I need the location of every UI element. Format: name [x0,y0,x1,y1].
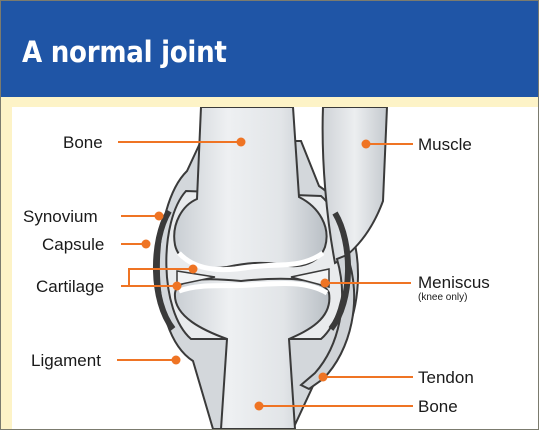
dot-bone-bottom [255,402,264,411]
label-capsule: Capsule [42,235,104,255]
label-muscle: Muscle [418,135,472,155]
muscle-shape [323,107,387,263]
header-bar: A normal joint [1,1,538,97]
dot-synovium [155,212,164,221]
dot-muscle [362,140,371,149]
label-bone-bottom: Bone [418,397,458,417]
label-meniscus: Meniscus [418,273,490,293]
dot-cartilage-a [189,265,198,274]
dot-tendon [319,373,328,382]
label-ligament: Ligament [31,351,101,371]
label-bone-top: Bone [63,133,103,153]
dot-ligament [172,356,181,365]
label-tendon: Tendon [418,368,474,388]
illustration-area: Bone Muscle Synovium Capsule Cartilage M… [12,107,538,429]
label-meniscus-note: (knee only) [418,292,467,303]
diagram-title: A normal joint [22,35,227,69]
dot-bone-top [237,138,246,147]
dot-capsule [142,240,151,249]
label-cartilage: Cartilage [36,277,104,297]
dot-meniscus [321,279,330,288]
dot-cartilage-b [173,282,182,291]
label-synovium: Synovium [23,207,98,227]
